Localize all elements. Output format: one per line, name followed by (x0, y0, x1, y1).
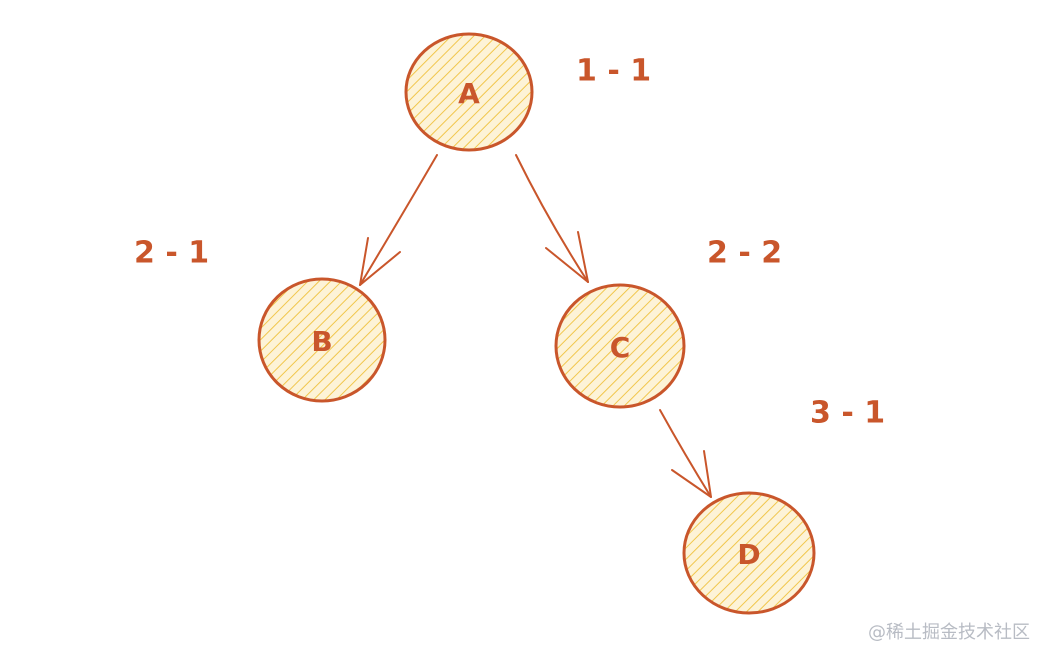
annotation-b: 2 - 1 (134, 236, 209, 271)
node-c-label: C (610, 331, 631, 364)
node-b-label: B (311, 325, 332, 358)
annotation-d: 3 - 1 (810, 396, 885, 431)
annotation-a: 1 - 1 (576, 54, 651, 89)
node-c: C (554, 283, 686, 409)
node-a-label: A (458, 77, 480, 110)
watermark-text: @稀土掘金技术社区 (868, 622, 1030, 643)
node-a: A (404, 32, 534, 152)
edge-c-d (659, 409, 712, 498)
node-d-label: D (737, 538, 760, 571)
edge-a-c (515, 154, 589, 283)
edge-a-b (359, 154, 438, 286)
annotation-c: 2 - 2 (707, 236, 782, 271)
node-d: D (682, 491, 816, 615)
node-b: B (257, 277, 387, 403)
